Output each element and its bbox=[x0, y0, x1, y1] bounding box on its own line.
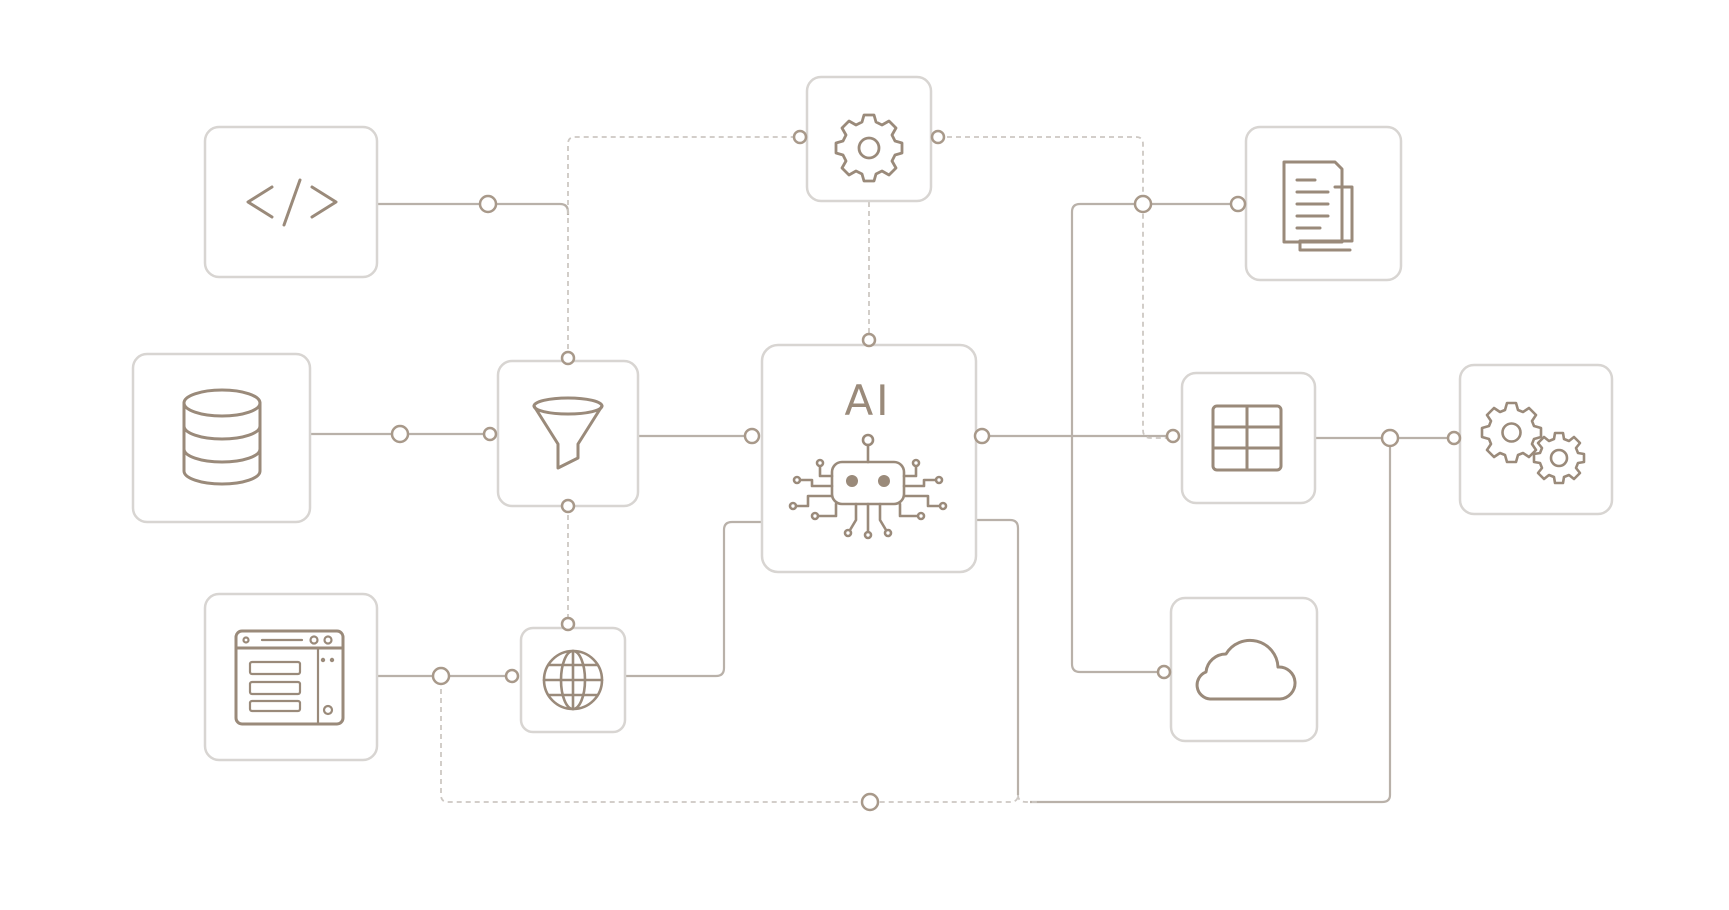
port bbox=[1156, 664, 1172, 680]
port bbox=[930, 129, 946, 145]
port bbox=[1380, 428, 1400, 448]
connector-globe-ai bbox=[625, 520, 762, 678]
ports bbox=[390, 129, 1462, 812]
gear-icon bbox=[834, 113, 904, 183]
funnel-icon bbox=[532, 396, 604, 470]
cloud-icon bbox=[1195, 638, 1297, 701]
port bbox=[860, 792, 880, 812]
port bbox=[861, 332, 877, 348]
port bbox=[792, 129, 808, 145]
port bbox=[1229, 195, 1247, 213]
robot-icon bbox=[788, 433, 948, 540]
port bbox=[743, 427, 761, 445]
connector-code bbox=[376, 202, 570, 215]
dashed-bottom-loop bbox=[440, 680, 1019, 803]
port bbox=[560, 350, 576, 366]
port bbox=[1165, 428, 1181, 444]
port bbox=[1133, 194, 1153, 214]
connector-trunk-document bbox=[1070, 202, 1240, 436]
dashed-filter-settings bbox=[567, 136, 800, 358]
node-filter bbox=[496, 359, 640, 508]
port bbox=[478, 194, 498, 214]
port bbox=[482, 426, 498, 442]
port bbox=[560, 616, 576, 632]
dashed-connectors bbox=[440, 136, 1172, 803]
port bbox=[431, 666, 451, 686]
dashed-bottom-join bbox=[1017, 794, 1040, 803]
node-browser bbox=[203, 592, 379, 762]
ai-label: AI bbox=[844, 376, 891, 425]
node-cloud bbox=[1169, 596, 1319, 743]
table-grid-icon bbox=[1211, 404, 1283, 472]
port bbox=[560, 498, 576, 514]
connector-ai-bottom bbox=[976, 518, 1020, 795]
port bbox=[1446, 430, 1462, 446]
code-icon bbox=[246, 178, 338, 227]
database-icon bbox=[182, 388, 262, 486]
globe-icon bbox=[542, 649, 604, 711]
dashed-settings-table bbox=[938, 136, 1172, 439]
port bbox=[390, 424, 410, 444]
port bbox=[973, 427, 991, 445]
connector-gears-bottom bbox=[1030, 438, 1392, 804]
document-icon bbox=[1282, 160, 1354, 252]
browser-window-icon bbox=[234, 629, 345, 726]
port bbox=[504, 668, 520, 684]
gears-icon bbox=[1480, 401, 1586, 485]
connector-trunk-cloud bbox=[1070, 436, 1165, 674]
solid-connectors bbox=[310, 202, 1455, 804]
